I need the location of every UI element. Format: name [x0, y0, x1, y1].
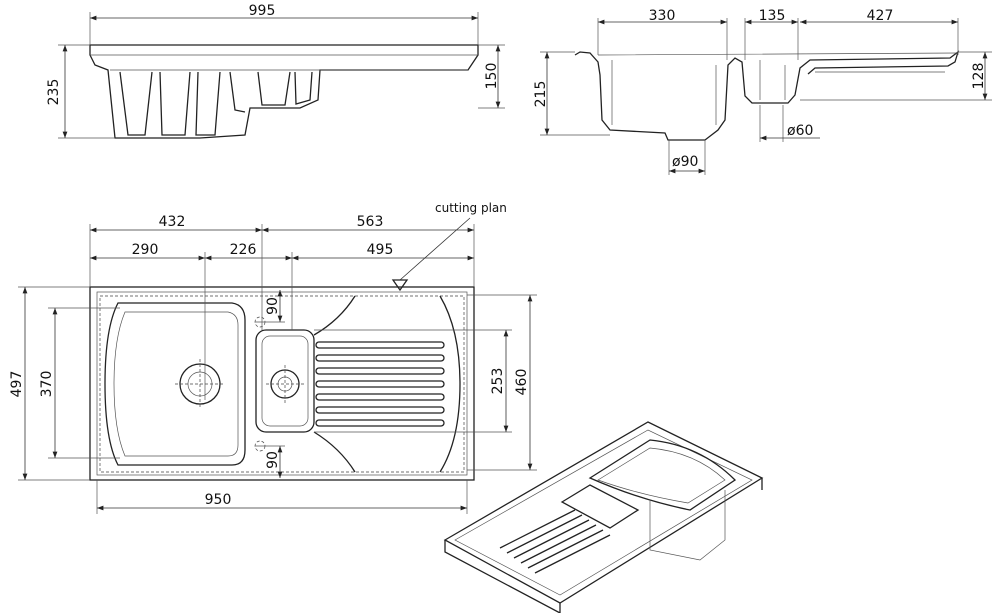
plan-view: 432 563 290 226 495 90 90 497 370 253 46… — [9, 201, 537, 514]
side-view: 995 235 150 — [46, 3, 505, 139]
dim-460: 460 — [514, 369, 530, 396]
dim-497: 497 — [9, 371, 25, 398]
dim-135: 135 — [759, 8, 786, 24]
dim-330: 330 — [649, 8, 676, 24]
dim-waste-90: ø90 — [672, 154, 698, 170]
dim-563: 563 — [357, 214, 384, 230]
dim-215: 215 — [533, 81, 549, 108]
dim-waste-60: ø60 — [787, 123, 813, 139]
dim-150: 150 — [484, 63, 500, 90]
dim-495: 495 — [367, 242, 394, 258]
section-view: 330 135 427 215 128 ø60 ø90 — [533, 8, 992, 175]
dim-90-top: 90 — [265, 297, 281, 315]
dim-128: 128 — [971, 63, 987, 90]
dim-995: 995 — [249, 3, 276, 19]
dim-950: 950 — [205, 492, 232, 508]
dim-432: 432 — [159, 214, 186, 230]
dim-226: 226 — [230, 242, 257, 258]
cutting-plan-label: cutting plan — [435, 201, 507, 215]
dim-235: 235 — [46, 79, 62, 106]
cutting-plane-arrow-icon — [391, 279, 409, 292]
dim-253: 253 — [490, 368, 506, 395]
dim-90-bottom: 90 — [265, 451, 281, 469]
drainer-grooves — [315, 341, 445, 427]
dim-370: 370 — [39, 371, 55, 398]
iso-drainer-grooves — [499, 509, 611, 574]
isometric-view — [443, 421, 764, 613]
dim-290: 290 — [132, 242, 159, 258]
dim-427: 427 — [867, 8, 894, 24]
